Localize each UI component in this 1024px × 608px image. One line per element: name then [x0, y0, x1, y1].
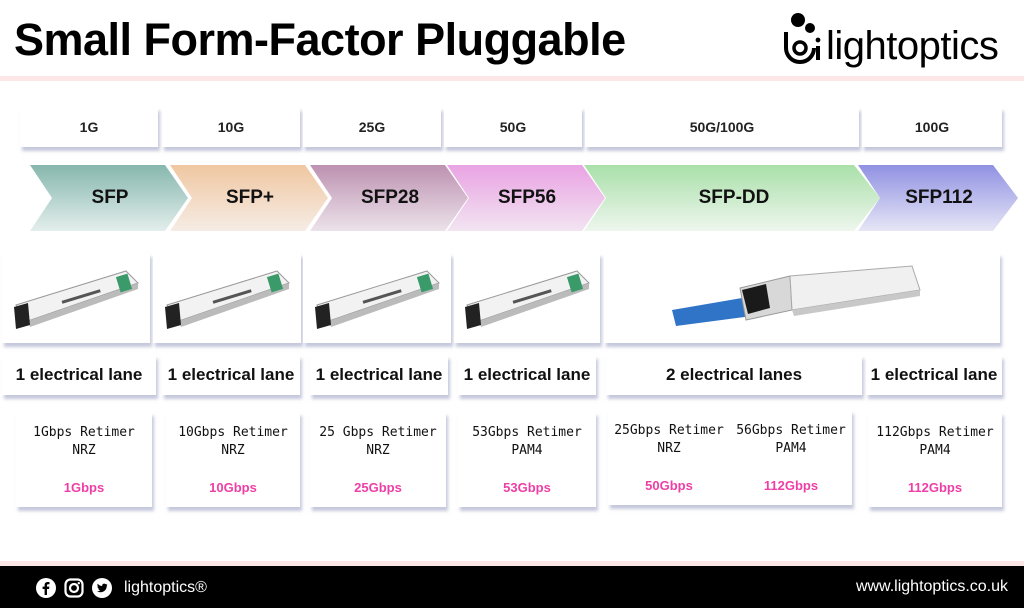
chevron-label: SFP [91, 187, 129, 208]
header-divider [0, 76, 1024, 81]
rate-text: 112Gbps [907, 480, 963, 495]
sfp-dd-module-image [604, 253, 1000, 343]
rate-text: 53Gbps [503, 480, 551, 495]
modulation-text: PAM4 [919, 443, 951, 458]
spec-card-sfp28: 25 Gbps Retimer NRZ 25Gbps [310, 412, 446, 507]
spec-card-sfp112: 112Gbps Retimer PAM4 112Gbps [868, 412, 1002, 507]
lane-label-sfp112: 1 electrical lane [866, 355, 1002, 395]
social-links: lightoptics® [36, 578, 207, 598]
modulation-text: NRZ [657, 441, 681, 456]
speed-label-25g: 25G [303, 107, 441, 147]
modulation-text: NRZ [72, 443, 96, 458]
lane-label-sfp: 1 electrical lane [2, 355, 156, 395]
retimer-text: 112Gbps Retimer [876, 425, 994, 440]
modulation-text: PAM4 [511, 443, 543, 458]
speed-label-50g-100g: 50G/100G [585, 107, 859, 147]
spec-card-sfp56: 53Gbps Retimer PAM4 53Gbps [458, 412, 596, 507]
modulation-text: NRZ [221, 443, 245, 458]
spec-card-sfp-plus: 10Gbps Retimer NRZ 10Gbps [166, 412, 300, 507]
chevron-sfp-plus: SFP+ [170, 165, 330, 231]
rate-text: 10Gbps [209, 480, 257, 495]
retimer-text: 25Gbps Retimer [614, 423, 724, 438]
sfp28-module-image [303, 253, 451, 343]
facebook-icon[interactable] [36, 578, 56, 598]
logo-mark-icon [784, 13, 821, 64]
chevron-label: SFP56 [497, 187, 557, 208]
transceiver-icon [315, 270, 440, 329]
rate-text: 25Gbps [354, 480, 402, 495]
rate-text: 112Gbps [763, 478, 819, 493]
lightoptics-logo: lightoptics [782, 10, 1002, 70]
lane-label-sfp-plus: 1 electrical lane [162, 355, 300, 395]
speed-label-1g: 1G [20, 107, 158, 147]
footer: lightoptics® www.lightoptics.co.uk [0, 566, 1024, 608]
chevron-sfp-dd: SFP-DD [584, 165, 884, 231]
transceiver-icon [165, 270, 290, 329]
spec-card-sfp: 1Gbps Retimer NRZ 1Gbps [16, 412, 152, 507]
sfp56-module-image [454, 253, 600, 343]
chevron-label: SFP+ [225, 187, 275, 208]
speed-label-50g: 50G [444, 107, 582, 147]
transceiver-icon [465, 270, 590, 329]
lane-label-sfp-dd: 2 electrical lanes [606, 355, 862, 395]
twitter-icon[interactable] [92, 578, 112, 598]
retimer-text: 25 Gbps Retimer [319, 425, 437, 440]
header: Small Form-Factor Pluggable lightoptics [0, 0, 1024, 76]
chevron-label: SFP112 [905, 187, 973, 208]
retimer-text: 56Gbps Retimer [736, 423, 846, 438]
chevron-label: SFP-DD [698, 187, 770, 208]
transceiver-icon [14, 270, 139, 329]
logo-text: lightoptics [826, 24, 999, 68]
rate-text: 50Gbps [645, 478, 693, 493]
retimer-text: 1Gbps Retimer [33, 425, 135, 440]
instagram-icon[interactable] [64, 578, 84, 598]
chevron-sfp: SFP [30, 165, 190, 231]
footer-brand: lightoptics® [124, 579, 207, 596]
sfp-plus-module-image [153, 253, 301, 343]
speed-label-10g: 10G [162, 107, 300, 147]
chevron-sfp28: SFP28 [310, 165, 470, 231]
lane-label-sfp56: 1 electrical lane [458, 355, 596, 395]
page-title: Small Form-Factor Pluggable [14, 14, 626, 65]
modulation-text: PAM4 [775, 441, 807, 456]
sfp-dd-transceiver-icon [672, 265, 921, 326]
website-link[interactable]: www.lightoptics.co.uk [855, 578, 1008, 595]
lane-label-sfp28: 1 electrical lane [310, 355, 448, 395]
chevron-label: SFP28 [360, 187, 420, 208]
footer-divider [0, 561, 1024, 566]
spec-card-sfp-dd: 25Gbps Retimer NRZ 50Gbps 56Gbps Retimer… [608, 410, 852, 505]
sfp-module-image [2, 253, 150, 343]
modulation-text: NRZ [366, 443, 390, 458]
retimer-text: 53Gbps Retimer [472, 425, 582, 440]
speed-label-100g: 100G [862, 107, 1002, 147]
chevron-sfp112: SFP112 [858, 165, 1020, 231]
retimer-text: 10Gbps Retimer [178, 425, 288, 440]
form-factor-timeline: SFP SFP+ SFP28 SFP56 SFP-DD SF [0, 165, 1024, 235]
rate-text: 1Gbps [63, 480, 105, 495]
chevron-sfp56: SFP56 [447, 165, 607, 231]
